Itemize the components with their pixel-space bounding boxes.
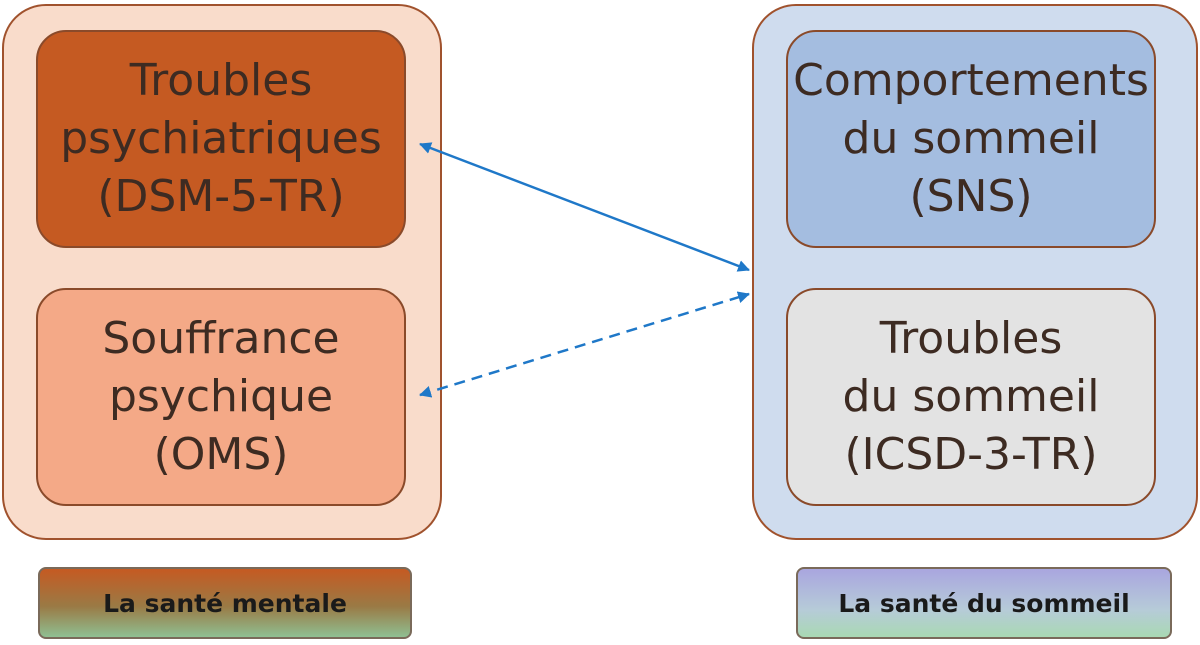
dashed-arrow <box>419 291 750 398</box>
sleep-disorders-box: Troubles du sommeil (ICSD-3-TR) <box>786 288 1156 506</box>
box-line: Comportements <box>793 55 1149 106</box>
box-line: psychique <box>108 371 334 422</box>
box-line: (ICSD-3-TR) <box>844 429 1098 480</box>
box-line: Troubles <box>879 313 1063 364</box>
box-line: du sommeil <box>842 113 1100 164</box>
box-line: du sommeil <box>842 371 1100 422</box>
solid-arrow <box>419 142 750 272</box>
box-line: psychiatriques <box>60 113 382 164</box>
psychic-suffering-box: Souffrance psychique (OMS) <box>36 288 406 506</box>
box-line: Souffrance <box>102 313 340 364</box>
psychiatric-disorders-box: Troubles psychiatriques (DSM-5-TR) <box>36 30 406 248</box>
box-line: (SNS) <box>909 171 1033 222</box>
mental-health-legend: La santé mentale <box>38 567 412 639</box>
box-line: Troubles <box>129 55 313 106</box>
sleep-behaviors-box: Comportements du sommeil (SNS) <box>786 30 1156 248</box>
sleep-health-legend: La santé du sommeil <box>796 567 1172 639</box>
box-line: (OMS) <box>153 429 289 480</box>
box-line: (DSM-5-TR) <box>97 171 345 222</box>
